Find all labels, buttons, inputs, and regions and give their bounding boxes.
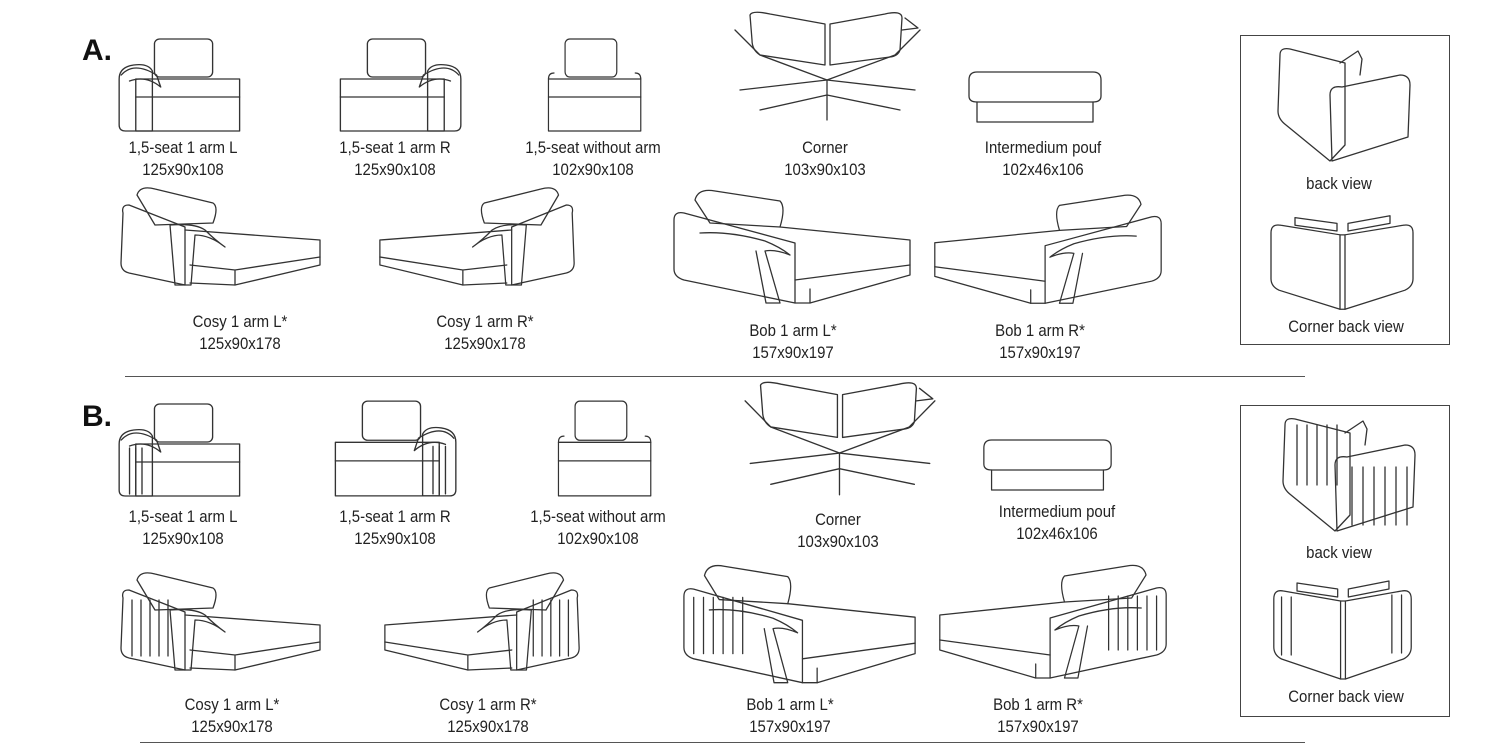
module-name: Bob 1 arm R*: [995, 321, 1085, 340]
module-dimensions: 103x90x103: [784, 160, 866, 179]
module-caption: 1,5-seat without arm 102x90x108: [492, 506, 703, 550]
bob-R-module-drawing: [935, 560, 1170, 685]
back-drawing: [1275, 415, 1420, 535]
module-name: Cosy 1 arm R*: [439, 695, 537, 714]
pouf-module-drawing: [980, 438, 1115, 493]
module-dimensions: 102x46x106: [1002, 160, 1084, 179]
module-name: Bob 1 arm R*: [993, 695, 1083, 714]
module-dimensions: 157x90x197: [752, 343, 834, 362]
module-caption: Bob 1 arm L* 157x90x197: [687, 320, 898, 364]
view-caption: back view: [1306, 543, 1372, 562]
chair-R-module-drawing: [330, 35, 465, 135]
corner-module-drawing: [740, 380, 940, 500]
module-caption: Intermedium pouf 102x46x106: [937, 137, 1148, 181]
corner-back-drawing: [1265, 210, 1420, 315]
chair-none-module-drawing: [530, 35, 650, 135]
module-dimensions: 102x90x108: [557, 529, 639, 548]
module-dimensions: 103x90x103: [797, 532, 879, 551]
module-caption: Bob 1 arm R* 157x90x197: [934, 320, 1145, 364]
module-dimensions: 125x90x178: [447, 717, 529, 736]
module-name: 1,5-seat without arm: [525, 138, 661, 157]
view-caption: Corner back view: [1288, 317, 1404, 336]
module-name: 1,5-seat 1 arm R: [339, 507, 451, 526]
module-name: Corner: [815, 510, 861, 529]
back-drawing: [1270, 45, 1415, 165]
module-dimensions: 157x90x197: [997, 717, 1079, 736]
section-b-views-box: [1240, 405, 1450, 717]
module-name: 1,5-seat 1 arm R: [339, 138, 451, 157]
section-a-letter: A.: [82, 34, 112, 67]
module-name: Cosy 1 arm R*: [436, 312, 534, 331]
bob-L-module-drawing: [670, 185, 915, 310]
chair-R-module-drawing: [325, 397, 460, 500]
module-caption: 1,5-seat without arm 102x90x108: [487, 137, 698, 181]
bob-L-module-drawing: [680, 560, 920, 690]
module-name: Intermedium pouf: [984, 138, 1102, 157]
bob-R-module-drawing: [930, 190, 1165, 310]
module-caption: 1,5-seat 1 arm R 125x90x108: [289, 506, 500, 550]
section-b-letter: B.: [82, 400, 112, 433]
module-dimensions: 125x90x108: [354, 160, 436, 179]
module-name: Bob 1 arm L*: [746, 695, 834, 714]
module-name: Cosy 1 arm L*: [192, 312, 288, 331]
module-dimensions: 125x90x178: [191, 717, 273, 736]
module-caption: Intermedium pouf 102x46x106: [951, 501, 1162, 545]
module-name: 1,5-seat without arm: [530, 507, 666, 526]
module-name: Cosy 1 arm L*: [184, 695, 280, 714]
module-caption: Corner 103x90x103: [732, 509, 943, 553]
module-caption: Cosy 1 arm R* 125x90x178: [379, 311, 590, 355]
module-name: 1,5-seat 1 arm L: [128, 507, 238, 526]
cosy-L-module-drawing: [115, 185, 325, 300]
module-caption: Cosy 1 arm L* 125x90x178: [134, 311, 345, 355]
module-dimensions: 157x90x197: [999, 343, 1081, 362]
module-dimensions: 102x90x108: [552, 160, 634, 179]
cosy-R-module-drawing: [375, 185, 580, 300]
module-caption: Bob 1 arm R* 157x90x197: [932, 694, 1143, 738]
view-caption: Corner back view: [1288, 687, 1404, 706]
corner-back-drawing: [1268, 575, 1418, 685]
section-bottom-rule: [140, 742, 1305, 743]
module-name: 1,5-seat 1 arm L: [128, 138, 238, 157]
module-caption: 1,5-seat 1 arm R 125x90x108: [289, 137, 500, 181]
chair-L-module-drawing: [115, 400, 250, 500]
module-caption: 1,5-seat 1 arm L 125x90x108: [77, 506, 288, 550]
cosy-R-module-drawing: [380, 570, 585, 685]
module-dimensions: 102x46x106: [1016, 524, 1098, 543]
corner-module-drawing: [730, 10, 925, 125]
module-dimensions: 125x90x108: [354, 529, 436, 548]
module-dimensions: 125x90x108: [142, 529, 224, 548]
module-caption: Cosy 1 arm R* 125x90x178: [382, 694, 593, 738]
module-name: Intermedium pouf: [998, 502, 1116, 521]
pouf-module-drawing: [965, 70, 1105, 125]
module-caption: Bob 1 arm L* 157x90x197: [684, 694, 895, 738]
view-caption: back view: [1306, 174, 1372, 193]
section-divider: [125, 376, 1305, 377]
module-name: Corner: [802, 138, 848, 157]
cosy-L-module-drawing: [115, 570, 325, 685]
module-dimensions: 125x90x178: [199, 334, 281, 353]
module-name: Bob 1 arm L*: [749, 321, 837, 340]
chair-none-module-drawing: [540, 397, 660, 500]
section-a-views-box: [1240, 35, 1450, 345]
module-caption: Corner 103x90x103: [719, 137, 930, 181]
chair-L-module-drawing: [115, 35, 250, 135]
module-dimensions: 125x90x108: [142, 160, 224, 179]
module-dimensions: 125x90x178: [444, 334, 526, 353]
module-caption: Cosy 1 arm L* 125x90x178: [126, 694, 337, 738]
module-caption: 1,5-seat 1 arm L 125x90x108: [77, 137, 288, 181]
module-dimensions: 157x90x197: [749, 717, 831, 736]
